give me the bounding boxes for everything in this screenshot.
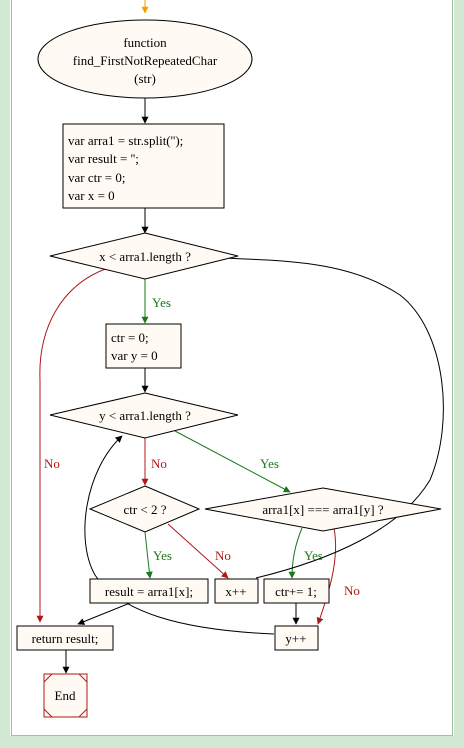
init-line-4: var x = 0 bbox=[68, 188, 115, 203]
init-line-2: var result = ''; bbox=[68, 151, 139, 166]
edges bbox=[36, 0, 444, 674]
start-line-3: (str) bbox=[134, 71, 156, 86]
edge-assign-return bbox=[77, 602, 131, 625]
end-text: End bbox=[55, 688, 76, 703]
inc-ctr-text: ctr+= 1; bbox=[275, 584, 317, 599]
return-text: return result; bbox=[32, 631, 99, 646]
assign-result-block: result = arra1[x]; bbox=[89, 578, 209, 604]
label-ctr-no: No bbox=[215, 548, 231, 563]
cond-y-text: y < arra1.length ? bbox=[99, 408, 191, 423]
edge-eq-no bbox=[316, 527, 337, 625]
label-condx-no: No bbox=[44, 456, 60, 471]
inc-ctr-block: ctr+= 1; bbox=[263, 578, 330, 604]
edge-condx-no bbox=[36, 267, 109, 623]
start-node: function find_FirstNotRepeatedChar (str) bbox=[37, 19, 253, 99]
edge-ctr-no bbox=[167, 523, 229, 579]
inc-y-block: y++ bbox=[274, 625, 319, 651]
assign-result-text: result = arra1[x]; bbox=[105, 584, 193, 599]
inc-x-text: x++ bbox=[225, 584, 246, 599]
edge-ctr-yes bbox=[144, 531, 153, 579]
start-line-1: function bbox=[123, 35, 167, 50]
cond-eq-text: arra1[x] === arra1[y] ? bbox=[262, 502, 383, 517]
edge-incy-condy bbox=[84, 435, 275, 635]
label-condy-yes: Yes bbox=[260, 456, 279, 471]
end-node: End bbox=[43, 673, 88, 718]
start-line-2: find_FirstNotRepeatedChar bbox=[73, 53, 218, 68]
cond-x-text: x < arra1.length ? bbox=[99, 249, 191, 264]
return-block: return result; bbox=[16, 625, 114, 651]
reset-line-1: ctr = 0; bbox=[111, 330, 149, 345]
init-line-1: var arra1 = str.split(''); bbox=[68, 133, 183, 148]
label-condy-no: No bbox=[151, 456, 167, 471]
cond-ctr-text: ctr < 2 ? bbox=[123, 502, 166, 517]
inc-y-text: y++ bbox=[285, 631, 306, 646]
inc-x-block: x++ bbox=[214, 578, 259, 604]
cond-y-diamond: y < arra1.length ? bbox=[49, 392, 239, 439]
edge-eq-yes bbox=[288, 527, 303, 579]
cond-eq-diamond: arra1[x] === arra1[y] ? bbox=[204, 487, 442, 532]
init-line-3: var ctr = 0; bbox=[68, 170, 126, 185]
label-eq-yes: Yes bbox=[304, 548, 323, 563]
init-block: var arra1 = str.split(''); var result = … bbox=[62, 123, 225, 209]
cond-x-diamond: x < arra1.length ? bbox=[49, 232, 239, 280]
label-condx-yes: Yes bbox=[152, 295, 171, 310]
label-ctr-yes: Yes bbox=[153, 548, 172, 563]
label-eq-no: No bbox=[344, 583, 360, 598]
edge-incx-condx bbox=[213, 254, 444, 579]
edge-labels: Yes No No Yes Yes No Yes No bbox=[44, 295, 360, 598]
edge-condy-yes bbox=[174, 430, 291, 493]
cond-ctr-diamond: ctr < 2 ? bbox=[88, 485, 201, 533]
reset-block: ctr = 0; var y = 0 bbox=[105, 323, 182, 369]
reset-line-2: var y = 0 bbox=[111, 348, 158, 363]
